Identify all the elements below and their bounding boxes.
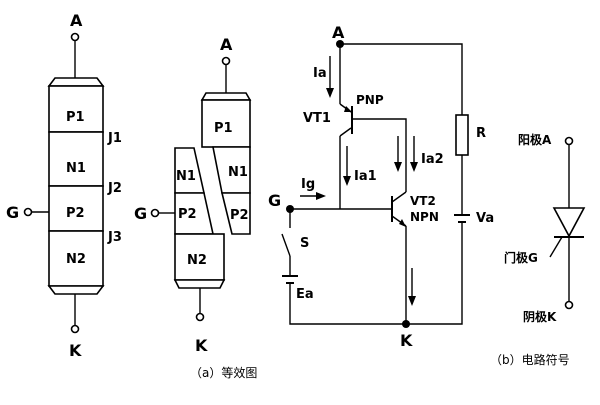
vt1-emitter-arrow (344, 106, 352, 112)
junction-j3-label: J3 (107, 230, 122, 245)
ik-arrow-head (408, 296, 416, 306)
split-layer-blocks: A P1 N1 P2 N1 P2 N2 G K (134, 35, 252, 355)
gate-terminal (23, 207, 33, 217)
ia1-arrow-head (343, 176, 351, 186)
split-cathode-label: K (195, 336, 208, 355)
ia2-arrow-1-head (394, 162, 402, 172)
upper-n1-label: N1 (228, 165, 248, 180)
caption-b: （b）电路符号 (490, 352, 570, 367)
ia1-label: Ia1 (354, 169, 377, 184)
circuit-node-k-label: K (400, 331, 413, 350)
ia-arrow-head (326, 88, 334, 98)
lower-stack-cap (173, 279, 226, 289)
block-bottom-cap (47, 285, 105, 295)
vt2-emitter-arrow (399, 219, 406, 227)
split-anode-label: A (220, 35, 233, 54)
junction-j1-label: J1 (107, 131, 122, 146)
split-gate-label: G (134, 204, 147, 223)
four-layer-block: A P1 N1 P2 N2 J1 J2 J3 G K (6, 11, 122, 360)
anode-terminal (70, 32, 80, 42)
ia-label: Ia (313, 66, 327, 81)
ea-return-wire (289, 283, 406, 325)
vt1-name-label: VT1 (303, 111, 331, 126)
ia2-label: Ia2 (421, 152, 444, 167)
top-rail-wire (340, 43, 463, 115)
circuit-node-k (402, 320, 410, 328)
split-anode-terminal (221, 56, 231, 66)
layer-n1 (48, 131, 104, 187)
anode-label: A (70, 11, 83, 30)
vt2-type-label: NPN (410, 210, 439, 224)
junction-j2-label: J2 (107, 181, 122, 196)
switch-s-label: S (300, 236, 309, 251)
upper-stack-cap (200, 92, 252, 101)
ig-label: Ig (301, 177, 315, 192)
vt1-base-to-vt2-collector-wire (352, 118, 407, 192)
layer-n2 (48, 230, 104, 287)
upper-p1-label: P1 (214, 121, 233, 136)
upper-layer-p1 (201, 99, 251, 148)
ig-arrow-head (316, 192, 326, 200)
vt2-collector (391, 191, 407, 203)
two-transistor-circuit: A R Va Ia PNP VT1 Ia1 I (268, 23, 494, 350)
upper-p2-label: P2 (230, 208, 249, 223)
layer-n1-label: N1 (66, 161, 86, 176)
upper-layer-p2 (220, 192, 251, 235)
circuit-node-a-label: A (332, 23, 345, 42)
layer-p2-label: P2 (66, 206, 85, 221)
lower-n1-label: N1 (176, 169, 196, 184)
resistor-label: R (476, 126, 486, 141)
va-return-wire (406, 222, 463, 325)
lower-layer-n2 (174, 233, 225, 281)
resistor-r (455, 114, 469, 156)
symbol-anode-label: 阳极A (518, 132, 552, 147)
battery-va-label: Va (476, 211, 494, 226)
symbol-gate-label: 门极G (504, 250, 538, 265)
circuit-node-g-label: G (268, 191, 281, 210)
layer-p1-label: P1 (66, 110, 85, 125)
vt1-type-label: PNP (356, 93, 384, 107)
symbol-gate-lead (549, 236, 563, 258)
cathode-terminal (70, 324, 80, 334)
layer-p1 (48, 85, 104, 133)
symbol-cathode-label: 阴极K (523, 309, 557, 324)
vt1-collector (339, 127, 352, 137)
cathode-label: K (69, 341, 82, 360)
split-gate-terminal (150, 208, 160, 218)
caption-a: （a）等效图 (190, 365, 257, 380)
gate-label: G (6, 203, 19, 222)
split-cathode-terminal (195, 312, 205, 322)
layer-n2-label: N2 (66, 252, 86, 267)
vt2-name-label: VT2 (410, 194, 436, 208)
lower-n2-label: N2 (187, 253, 207, 268)
lower-p2-label: P2 (178, 207, 197, 222)
switch-s-blade (281, 233, 291, 257)
thyristor-symbol: 阳极A 门极G 阴极K (504, 132, 586, 324)
ia2-arrow-2-head (410, 162, 418, 172)
symbol-diode-triangle (552, 207, 586, 238)
block-top-cap (47, 77, 105, 87)
symbol-anode-terminal (564, 136, 574, 146)
symbol-cathode-terminal (564, 300, 574, 310)
battery-ea-label: Ea (296, 287, 314, 302)
